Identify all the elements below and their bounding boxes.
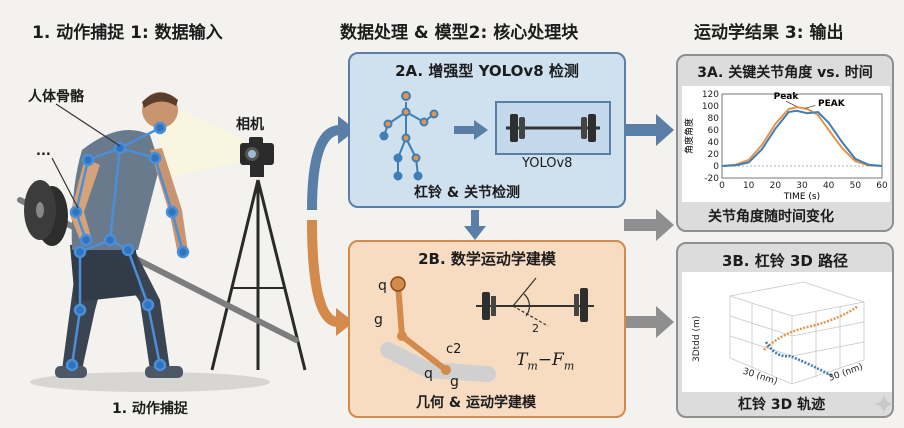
flow-arrows [307, 114, 674, 338]
modeling-header: 2B. 数学运动学建模 [418, 250, 556, 268]
torque-formula: Tm−Fm [516, 350, 575, 373]
skeleton-overlay [65, 121, 190, 372]
x-tick-label: 10 [743, 181, 755, 191]
input-caption: 1. 动作捕捉 [112, 401, 188, 417]
peak-pointer [785, 100, 797, 107]
y-tick-label: -20 [704, 174, 719, 184]
x-tick-label: 0 [719, 181, 725, 191]
sparkle-icon [874, 394, 894, 414]
barbell-3d-path-plot [682, 272, 892, 392]
x-tick-label: 60 [876, 181, 888, 191]
path-result-header: 3B. 杠铃 3D 路径 [721, 252, 849, 270]
modeling-box: 2B. 数学运动学建模 q g c2 q g 2 Tm−Fm 几何 & 运动学建… [348, 240, 626, 418]
kinematic-model-graphics [380, 276, 594, 382]
motion-capture-illustration [17, 92, 307, 392]
barbell-icon [506, 114, 600, 142]
y-axis-label: 角度角度 [683, 118, 695, 154]
label-angle: 2 [532, 322, 539, 335]
annotation-peak: Peak [774, 92, 800, 102]
ellipsis-leader [51, 157, 79, 209]
y-tick-label: 100 [702, 102, 719, 112]
plot-frame [721, 93, 883, 179]
3d-grid [729, 281, 865, 385]
y-tick-label: 80 [708, 114, 720, 124]
skeleton-leader [55, 103, 121, 147]
label-q-bottom: q [424, 366, 433, 382]
angle-result-caption: 关节角度随时间变化 [708, 209, 834, 225]
section-2-title: 数据处理 & 模型2: 核心处理块 [340, 23, 579, 43]
barbell-plate [24, 180, 68, 246]
path-result-box: 3B. 杠铃 3D 路径 3Dtdd (m) 30 (nm) 30 (nm) 杠… [676, 242, 894, 418]
x-tick-label: 20 [770, 181, 782, 191]
x-tick-label: 50 [850, 181, 862, 191]
y-tick-label: 120 [702, 90, 719, 100]
path-series-orange [763, 305, 859, 351]
x-tick-label: 40 [823, 181, 835, 191]
angle-series-line-2 [721, 109, 883, 167]
label-q-top: q [378, 278, 387, 294]
path-z-axis-label: 3Dtdd (m) [692, 315, 702, 362]
annotation-peak-caps: PEAK [818, 99, 846, 109]
path-result-caption: 杠铃 3D 轨迹 [738, 397, 826, 413]
forearm-segment [400, 333, 448, 373]
y-tick-label: 0 [713, 162, 719, 172]
angle-result-header: 3A. 关键关节角度 vs. 时间 [697, 65, 873, 81]
modeling-caption: 几何 & 运动学建模 [416, 395, 536, 411]
ellipsis-label: ... [36, 144, 51, 159]
y-tick-label: 60 [708, 126, 720, 136]
upper-arm-segment [395, 283, 405, 337]
y-tick-label: 40 [708, 138, 720, 148]
skeleton-label: 人体骨骼 [28, 89, 84, 105]
label-g-bottom: g [450, 374, 459, 390]
section-3-title: 运动学结果 3: 输出 [694, 23, 844, 43]
label-c2: c2 [446, 342, 462, 357]
detection-box: 2A. 增强型 YOLOv8 检测 YOLOv8 杠铃 [348, 52, 626, 208]
y-tick-label: 20 [708, 150, 720, 160]
section-1-title: 1. 动作捕捉 1: 数据输入 [32, 23, 223, 43]
peak-pointer-2 [804, 105, 816, 109]
camera-label: 相机 [236, 117, 264, 133]
camera-icon [240, 137, 274, 177]
detection-graphics [379, 91, 611, 181]
detection-header: 2A. 增强型 YOLOv8 检测 [395, 62, 579, 80]
x-tick-label: 30 [796, 181, 808, 191]
angle-series-line-1 [721, 106, 883, 167]
shoulder-joint [390, 276, 406, 292]
path-series-blue [764, 341, 833, 378]
pose-keypoints-icon [379, 91, 439, 181]
x-axis-label: TIME (s) [783, 192, 820, 202]
yolo-model-label: YOLOv8 [522, 156, 573, 171]
detection-caption: 杠铃 & 关节检测 [414, 185, 520, 201]
elbow-joint [397, 331, 407, 341]
wrist-joint [441, 365, 451, 375]
label-g-left: g [374, 312, 383, 328]
